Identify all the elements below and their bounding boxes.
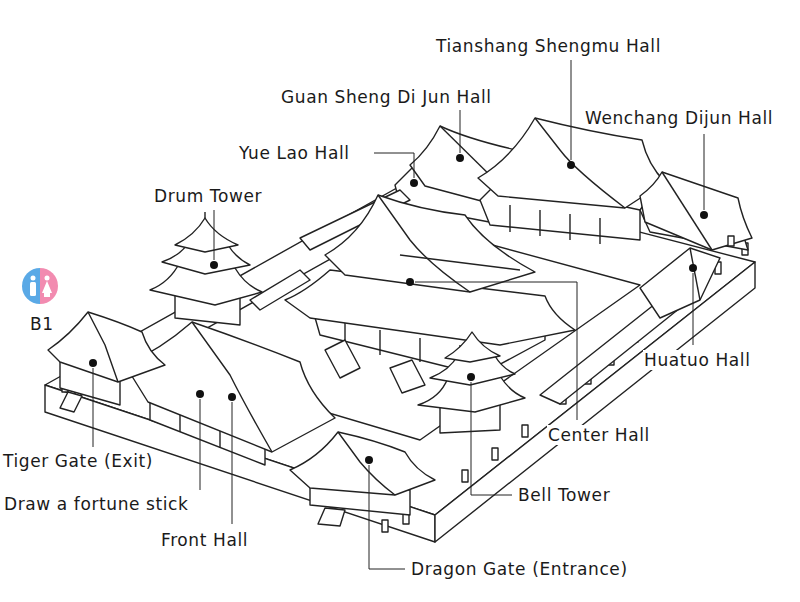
side-buildings — [250, 190, 720, 404]
callout-label: B1 — [29, 314, 55, 334]
tiger-gate — [48, 312, 165, 412]
callout-label: Front Hall — [160, 530, 249, 550]
callout-label: Drum Tower — [153, 186, 263, 206]
callout-label: Tiger Gate (Exit) — [2, 451, 154, 471]
callout-label: Draw a fortune stick — [3, 494, 190, 514]
callout-label: Center Hall — [547, 425, 651, 445]
callout-label: Huatuo Hall — [643, 350, 751, 370]
gate-steps — [60, 392, 82, 412]
dragon-gate — [290, 432, 435, 526]
restroom-icon — [22, 268, 58, 304]
callout-label: Wenchang Dijun Hall — [584, 108, 774, 128]
callout-dots — [89, 154, 708, 464]
callout-label: Guan Sheng Di Jun Hall — [280, 87, 493, 107]
callout-label: Tianshang Shengmu Hall — [435, 36, 662, 56]
center-hall — [285, 195, 575, 393]
wall-windows — [62, 243, 748, 532]
leader-lines — [93, 60, 704, 569]
callout-label: Bell Tower — [517, 485, 611, 505]
drum-tower — [150, 212, 262, 325]
stairs — [325, 340, 360, 378]
front-hall — [125, 322, 335, 465]
callout-label: Yue Lao Hall — [238, 143, 351, 163]
callout-label: Dragon Gate (Entrance) — [410, 559, 629, 579]
